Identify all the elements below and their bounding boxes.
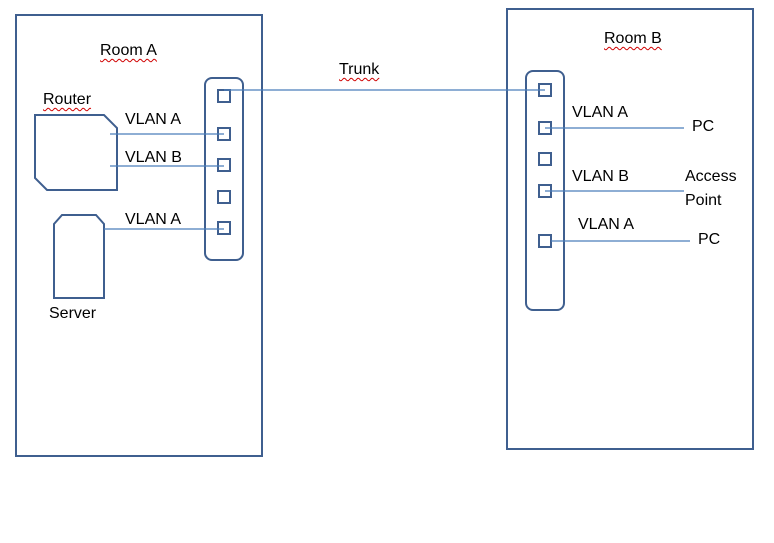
router-label: Router [43, 91, 92, 108]
switch-a-port-3 [217, 158, 231, 172]
router-shape [34, 114, 118, 191]
pc1-label: PC [692, 118, 715, 135]
pc1-vlan-a-label: VLAN A [572, 104, 629, 121]
switch-a-port-1 [217, 89, 231, 103]
pc2-vlan-a-label: VLAN A [578, 216, 635, 233]
room-b-box [506, 8, 754, 450]
ap-vlan-b-label: VLAN B [572, 168, 629, 185]
room-a-box [15, 14, 263, 457]
switch-b-port-3 [538, 152, 552, 166]
router-vlan-a-label: VLAN A [125, 111, 182, 128]
trunk-label: Trunk [339, 61, 380, 78]
access-point-label-line2: Point [685, 192, 722, 209]
room-a-label: Room A [100, 42, 157, 59]
server-shape [53, 214, 105, 299]
pc2-label: PC [698, 231, 721, 248]
access-point-label-line1: Access [685, 168, 737, 185]
switch-a-port-4 [217, 190, 231, 204]
switch-b-port-5 [538, 234, 552, 248]
router-vlan-b-label: VLAN B [125, 149, 182, 166]
server-vlan-a-label: VLAN A [125, 211, 182, 228]
switch-a-port-5 [217, 221, 231, 235]
server-label: Server [49, 305, 97, 322]
room-b-label: Room B [604, 30, 662, 47]
